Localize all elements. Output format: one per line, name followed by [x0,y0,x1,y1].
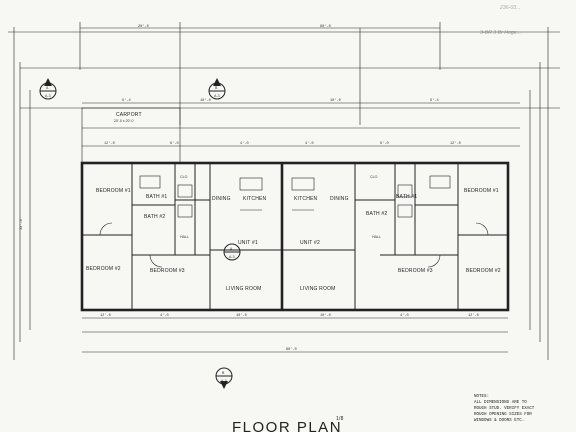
notes-heading: NOTES: [474,395,489,399]
dim-seg-10: 12'-0 [450,141,461,146]
dining-right: DINING [330,196,349,202]
dim-overall-side: 32'-0 [19,219,24,230]
bath-1-right: BATH #1 [396,194,417,200]
dim-seg-3: 10'-0 [330,98,341,103]
section-d-label: B [222,371,225,375]
section-marker-a: A A-3 [39,78,57,100]
carport-label: CARPORT [116,112,142,118]
unit-1-label: UNIT #1 [238,240,258,246]
bath-2-right: BATH #2 [366,211,387,217]
dim-seg-8: 4'-0 [305,141,314,146]
dim-carport-width: 20'-0 [138,24,149,29]
top-dimensions: 20'-0 80'-0 9'-4 10'-0 10'-0 9'-4 12'-0 … [80,24,520,147]
bedroom-2-left: BEDROOM #2 [86,266,121,272]
building-outline [80,161,510,312]
section-a-label: A [46,86,49,90]
bath-2-left: BATH #2 [144,214,165,220]
section-marker-d: B A-3 [215,367,233,389]
hall-left: HALL [180,235,189,239]
section-b-sheet: A-3 [214,94,220,98]
closet-right: CLO [370,175,378,179]
dim-bot-1: 12'-0 [100,313,111,318]
dim-bot-6: 12'-0 [468,313,479,318]
dim-overall-bottom: 80'-0 [286,347,297,352]
dim-seg-2: 10'-0 [200,98,211,103]
unit-1-labels: BEDROOM #1 BEDROOM #2 BEDROOM #3 BATH #1… [86,175,267,292]
section-marker-b: B A-3 [208,78,226,100]
notes-line-3: ROUGH OPENING SIZES FOR [474,413,532,417]
dim-seg-6: 6'-0 [170,141,179,146]
section-c-label: A [230,247,233,251]
dim-bot-4: 10'-0 [320,313,331,318]
dim-seg-7: 4'-0 [240,141,249,146]
bedroom-1-right: BEDROOM #1 [464,188,499,194]
sheet-ref: 236-03... [499,5,520,11]
bedroom-3-left: BEDROOM #3 [150,268,185,274]
dim-bot-2: 4'-0 [160,313,169,318]
notes-block: NOTES: ALL DIMENSIONS ARE TO ROUGH STUD.… [474,395,535,423]
unit-2-label: UNIT #2 [300,240,320,246]
bedroom-1-left: BEDROOM #1 [96,188,131,194]
unit-2-labels: BEDROOM #1 BEDROOM #2 BEDROOM #3 BATH #1… [294,175,501,292]
bath-1-left: BATH #1 [146,194,167,200]
dim-seg-4: 9'-4 [430,98,439,103]
dim-seg-1: 9'-4 [122,98,131,103]
drawing-title: FLOOR PLAN [232,419,342,432]
dim-bot-5: 4'-0 [400,313,409,318]
kitchen-right: KITCHEN [294,196,318,202]
dim-seg-5: 12'-0 [104,141,115,146]
dim-overall-top: 80'-0 [320,24,331,29]
section-d-sheet: A-3 [221,379,227,383]
notes-line-1: ALL DIMENSIONS ARE TO [474,401,527,405]
unit-2-walls [282,163,508,310]
notes-line-2: ROUGH STUD. VERIFY EXACT [474,407,535,411]
pencil-note: 3-BR 3 Br Hoge... [480,30,521,36]
hall-right: HALL [372,235,381,239]
notes-line-4: WINDOWS & DOORS ETC. [474,419,524,423]
unit-1-walls [82,163,282,310]
dim-bot-3: 10'-0 [236,313,247,318]
closet-left: CLO [180,175,188,179]
bedroom-3-right: BEDROOM #3 [398,268,433,274]
scale-mark: 1/8 [336,416,344,422]
section-a-sheet: A-3 [45,94,51,98]
carport: CARPORT 20'-0 x 20'-0 [81,107,181,164]
living-room-left: LIVING ROOM [226,286,262,292]
section-b-label: B [215,86,218,90]
dining-left: DINING [212,196,231,202]
section-marker-c: A A-3 [223,243,241,261]
bedroom-2-right: BEDROOM #2 [466,268,501,274]
dim-seg-9: 6'-0 [380,141,389,146]
kitchen-left: KITCHEN [243,196,267,202]
carport-size: 20'-0 x 20'-0 [114,119,134,123]
living-room-right: LIVING ROOM [300,286,336,292]
bottom-dimensions: 12'-0 4'-0 10'-0 10'-0 4'-0 12'-0 80'-0 … [19,219,508,353]
section-c-sheet: A-3 [229,255,235,259]
